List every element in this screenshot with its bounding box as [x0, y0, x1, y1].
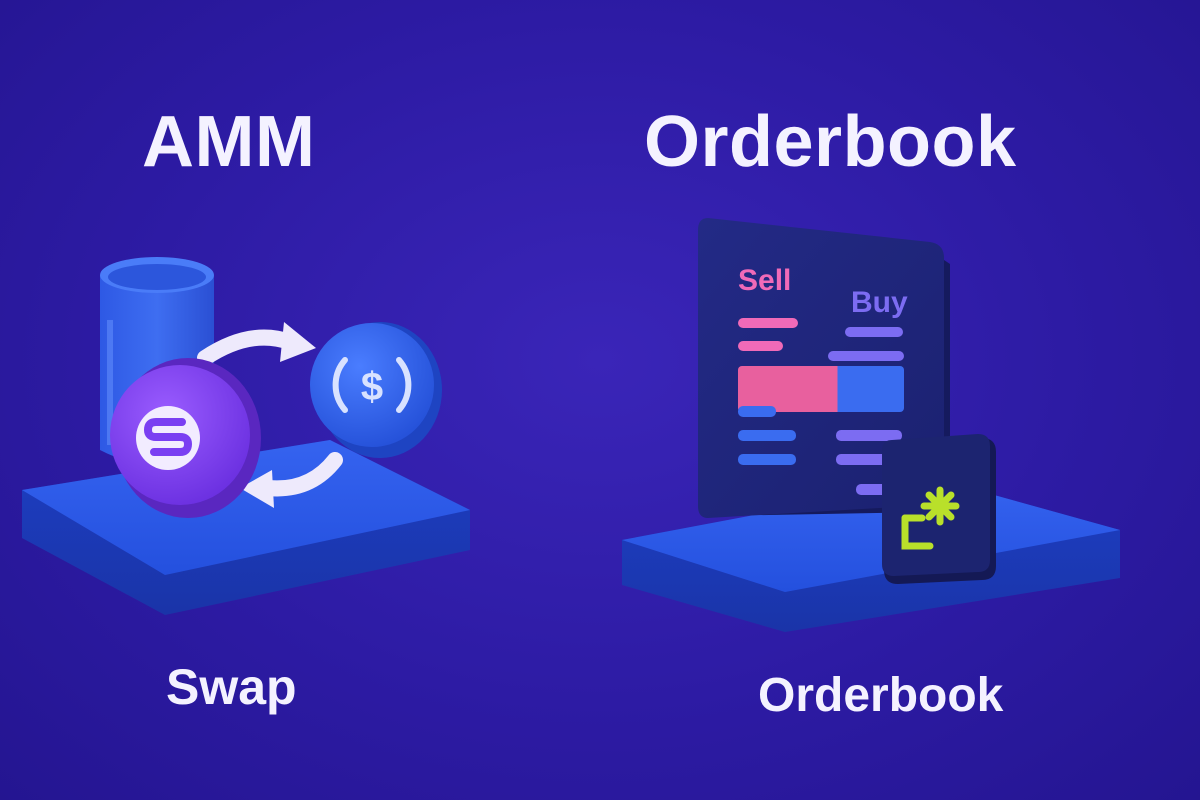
orderbook-heading: Orderbook: [644, 102, 1017, 182]
amm-heading: AMM: [142, 102, 316, 182]
swap-arrows-icon: [197, 322, 343, 508]
amm-illustration: $: [22, 257, 470, 615]
orderbook-illustration: [622, 218, 1120, 632]
asterisk-badge-icon: [882, 434, 996, 584]
amm-panel: AMM: [0, 0, 560, 800]
orderbook-caption: Orderbook: [758, 669, 1004, 722]
swap-caption: Swap: [166, 659, 297, 715]
buy-label: Buy: [851, 286, 908, 319]
orderbook-panel: Orderbook: [560, 0, 1200, 800]
purple-token-icon: [110, 358, 261, 518]
sell-label: Sell: [738, 264, 792, 297]
svg-text:$: $: [361, 365, 383, 409]
dollar-coin-icon: $: [310, 322, 442, 458]
